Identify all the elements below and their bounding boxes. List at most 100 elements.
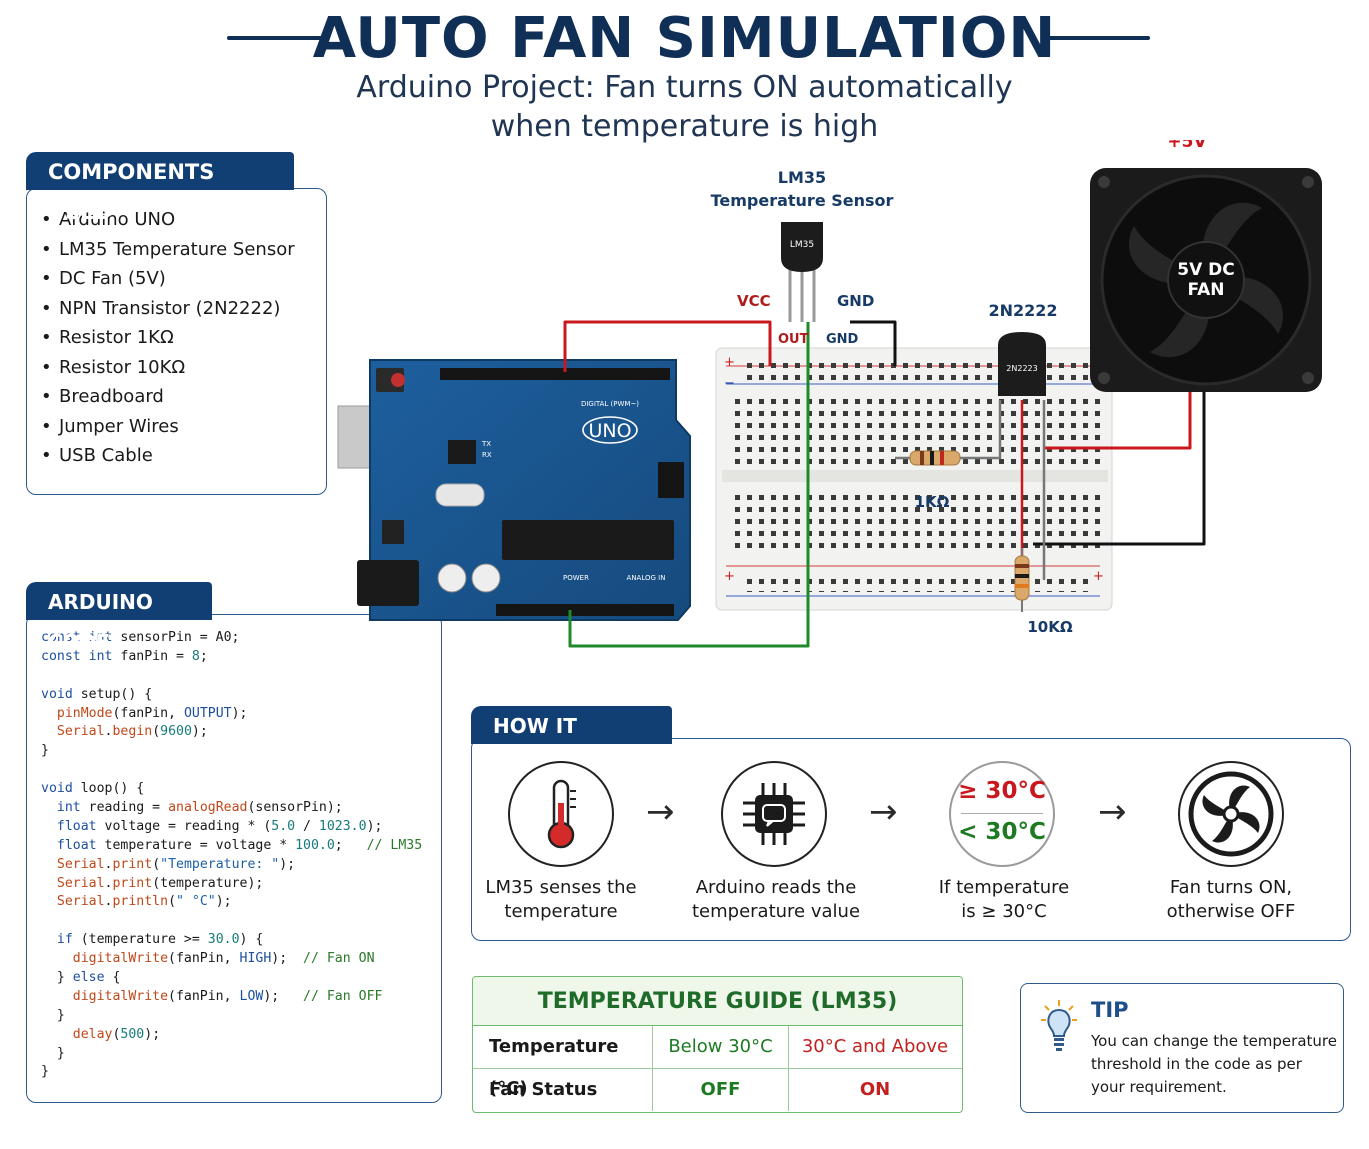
step-2-line-1: Arduino reads the bbox=[695, 877, 857, 898]
transistor-chip-text: 2N2223 bbox=[1006, 364, 1037, 373]
code-line bbox=[41, 761, 422, 780]
step-2-label: Arduino reads the temperature value bbox=[688, 876, 864, 924]
code-line: float voltage = reading * (5.0 / 1023.0)… bbox=[56, 818, 383, 834]
component-item: NPN Transistor (2N2222) bbox=[27, 294, 326, 324]
code-line: void loop() { bbox=[41, 781, 145, 797]
threshold-high: ≥ 30°C bbox=[958, 778, 1046, 804]
board-tx-label: TX bbox=[481, 440, 491, 448]
threshold-icon: ≥ 30°C < 30°C bbox=[951, 763, 1053, 865]
component-item: USB Cable bbox=[27, 441, 326, 471]
board-rx-label: RX bbox=[482, 451, 492, 459]
table-cell: Fan Status bbox=[473, 1069, 653, 1111]
resistor-1k-label: 1KΩ bbox=[915, 493, 950, 511]
component-item: Jumper Wires bbox=[27, 412, 326, 442]
component-item: DC Fan (5V) bbox=[27, 264, 326, 294]
component-item: Resistor 10KΩ bbox=[27, 353, 326, 383]
step-3-line-1: If temperature bbox=[938, 877, 1070, 898]
fan-negative-wire bbox=[1033, 392, 1206, 546]
resistor-1k bbox=[909, 450, 961, 466]
lightbulb-icon bbox=[1041, 1000, 1077, 1051]
code-line: void setup() { bbox=[41, 686, 153, 702]
code-line: Serial.print("Temperature: "); bbox=[56, 856, 296, 872]
arduino-board: UNO DIGITAL (PWM~) POWER ANALOG IN TX RX bbox=[337, 359, 691, 621]
code-line: Serial.println(" °C"); bbox=[56, 894, 232, 910]
step-4-label: Fan turns ON, otherwise OFF bbox=[1146, 876, 1316, 924]
transistor-label: 2N2222 bbox=[988, 301, 1057, 320]
code-line: } bbox=[41, 1064, 49, 1080]
rail-plus-bottom-right: + bbox=[1093, 569, 1104, 584]
table-row: Fan Status OFF ON bbox=[473, 1069, 962, 1111]
component-item: LM35 Temperature Sensor bbox=[27, 235, 326, 265]
tip-box: TIP You can change the temperature thres… bbox=[1020, 983, 1344, 1113]
board-digital-label: DIGITAL (PWM~) bbox=[581, 400, 639, 408]
arrow-right-icon: → bbox=[646, 792, 675, 832]
gnd-pin-label: GND bbox=[826, 332, 859, 347]
code-block: const int sensorPin = A0; const int fanP… bbox=[41, 629, 422, 1082]
rail-plus-bottom: + bbox=[724, 569, 735, 584]
plus5v-label: +5V bbox=[1167, 140, 1207, 152]
tip-text: You can change the temperature threshold… bbox=[1091, 1030, 1337, 1099]
code-line: Serial.begin(9600); bbox=[56, 724, 208, 740]
code-line: } bbox=[41, 1007, 65, 1023]
tip-line-1: You can change the temperature bbox=[1091, 1032, 1337, 1050]
code-line: if (temperature >= 30.0) { bbox=[56, 932, 264, 948]
table-row: Temperature (°C) Below 30°C 30°C and Abo… bbox=[473, 1026, 962, 1099]
fan-label-line2: FAN bbox=[1187, 280, 1224, 300]
step-thermometer-circle bbox=[508, 761, 614, 867]
lm35-sensor: LM35 bbox=[781, 222, 823, 322]
circuit-diagram: + − + + UNO DIGITAL (PWM~) POWER ANALOG … bbox=[337, 140, 1322, 648]
subtitle-line-2: when temperature is high bbox=[490, 109, 879, 144]
rail-minus-top: − bbox=[724, 376, 735, 391]
step-1-label: LM35 senses the temperature bbox=[476, 876, 646, 924]
rail-plus-top: + bbox=[724, 355, 735, 370]
thermometer-icon bbox=[547, 779, 576, 849]
code-line: digitalWrite(fanPin, HIGH); // Fan ON bbox=[72, 951, 375, 967]
components-list: Arduino UNO LM35 Temperature Sensor DC F… bbox=[27, 205, 326, 471]
title-rule-left bbox=[227, 36, 330, 40]
lm35-chip-text: LM35 bbox=[790, 240, 814, 250]
table-cell: 30°C and Above bbox=[801, 1036, 949, 1057]
step-1-line-2: temperature bbox=[504, 901, 618, 922]
step-4-line-1: Fan turns ON, bbox=[1169, 877, 1293, 898]
components-box: Arduino UNO LM35 Temperature Sensor DC F… bbox=[26, 188, 327, 495]
fan-icon bbox=[1188, 771, 1274, 857]
dc-fan bbox=[1090, 168, 1322, 392]
step-3-line-2: is ≥ 30°C bbox=[961, 901, 1047, 922]
step-2-line-2: temperature value bbox=[691, 901, 861, 922]
code-line: } bbox=[41, 743, 49, 759]
step-threshold-circle: ≥ 30°C < 30°C bbox=[949, 761, 1055, 867]
component-item: Breadboard bbox=[27, 382, 326, 412]
component-item: Arduino UNO bbox=[27, 205, 326, 235]
title-row: AUTO FAN SIMULATION bbox=[0, 4, 1369, 74]
board-model-label: UNO bbox=[588, 420, 631, 442]
lm35-label-line1: LM35 bbox=[778, 168, 826, 187]
subtitle-line-1: Arduino Project: Fan turns ON automatica… bbox=[356, 70, 1013, 105]
resistor-10k bbox=[1014, 548, 1030, 612]
step-4-line-2: otherwise OFF bbox=[1166, 901, 1296, 922]
temperature-guide-title: TEMPERATURE GUIDE (LM35) bbox=[473, 977, 962, 1026]
code-line: const int fanPin = 8; bbox=[41, 648, 208, 664]
signal-wire bbox=[568, 322, 810, 648]
breadboard: + − + + bbox=[715, 347, 1113, 611]
step-1-line-1: LM35 senses the bbox=[485, 877, 637, 898]
transistor-2n2222: 2N2223 bbox=[998, 332, 1046, 396]
code-heading: ARDUINO CODE bbox=[26, 582, 212, 654]
code-line: delay(500); bbox=[72, 1026, 161, 1042]
tip-line-3: your requirement. bbox=[1091, 1078, 1227, 1096]
threshold-low: < 30°C bbox=[958, 819, 1046, 845]
arrow-right-icon: → bbox=[869, 792, 898, 832]
out-pin-label: OUT bbox=[778, 332, 809, 347]
code-line: digitalWrite(fanPin, LOW); // Fan OFF bbox=[72, 988, 383, 1004]
arrow-right-icon: → bbox=[1098, 792, 1127, 832]
temperature-guide-table: TEMPERATURE GUIDE (LM35) Temperature (°C… bbox=[472, 976, 963, 1113]
gnd-label: GND bbox=[837, 292, 874, 310]
code-line: } bbox=[41, 1045, 65, 1061]
fan-label-line1: 5V DC bbox=[1177, 260, 1235, 280]
code-line: pinMode(fanPin, OUTPUT); bbox=[56, 705, 248, 721]
code-line: int reading = analogRead(sensorPin); bbox=[56, 800, 343, 816]
step-3-label: If temperature is ≥ 30°C bbox=[916, 876, 1092, 924]
code-box: const int sensorPin = A0; const int fanP… bbox=[26, 614, 442, 1103]
table-cell: OFF bbox=[653, 1069, 789, 1111]
step-chip-circle bbox=[721, 761, 827, 867]
resistor-10k-label: 10KΩ bbox=[1027, 618, 1072, 636]
